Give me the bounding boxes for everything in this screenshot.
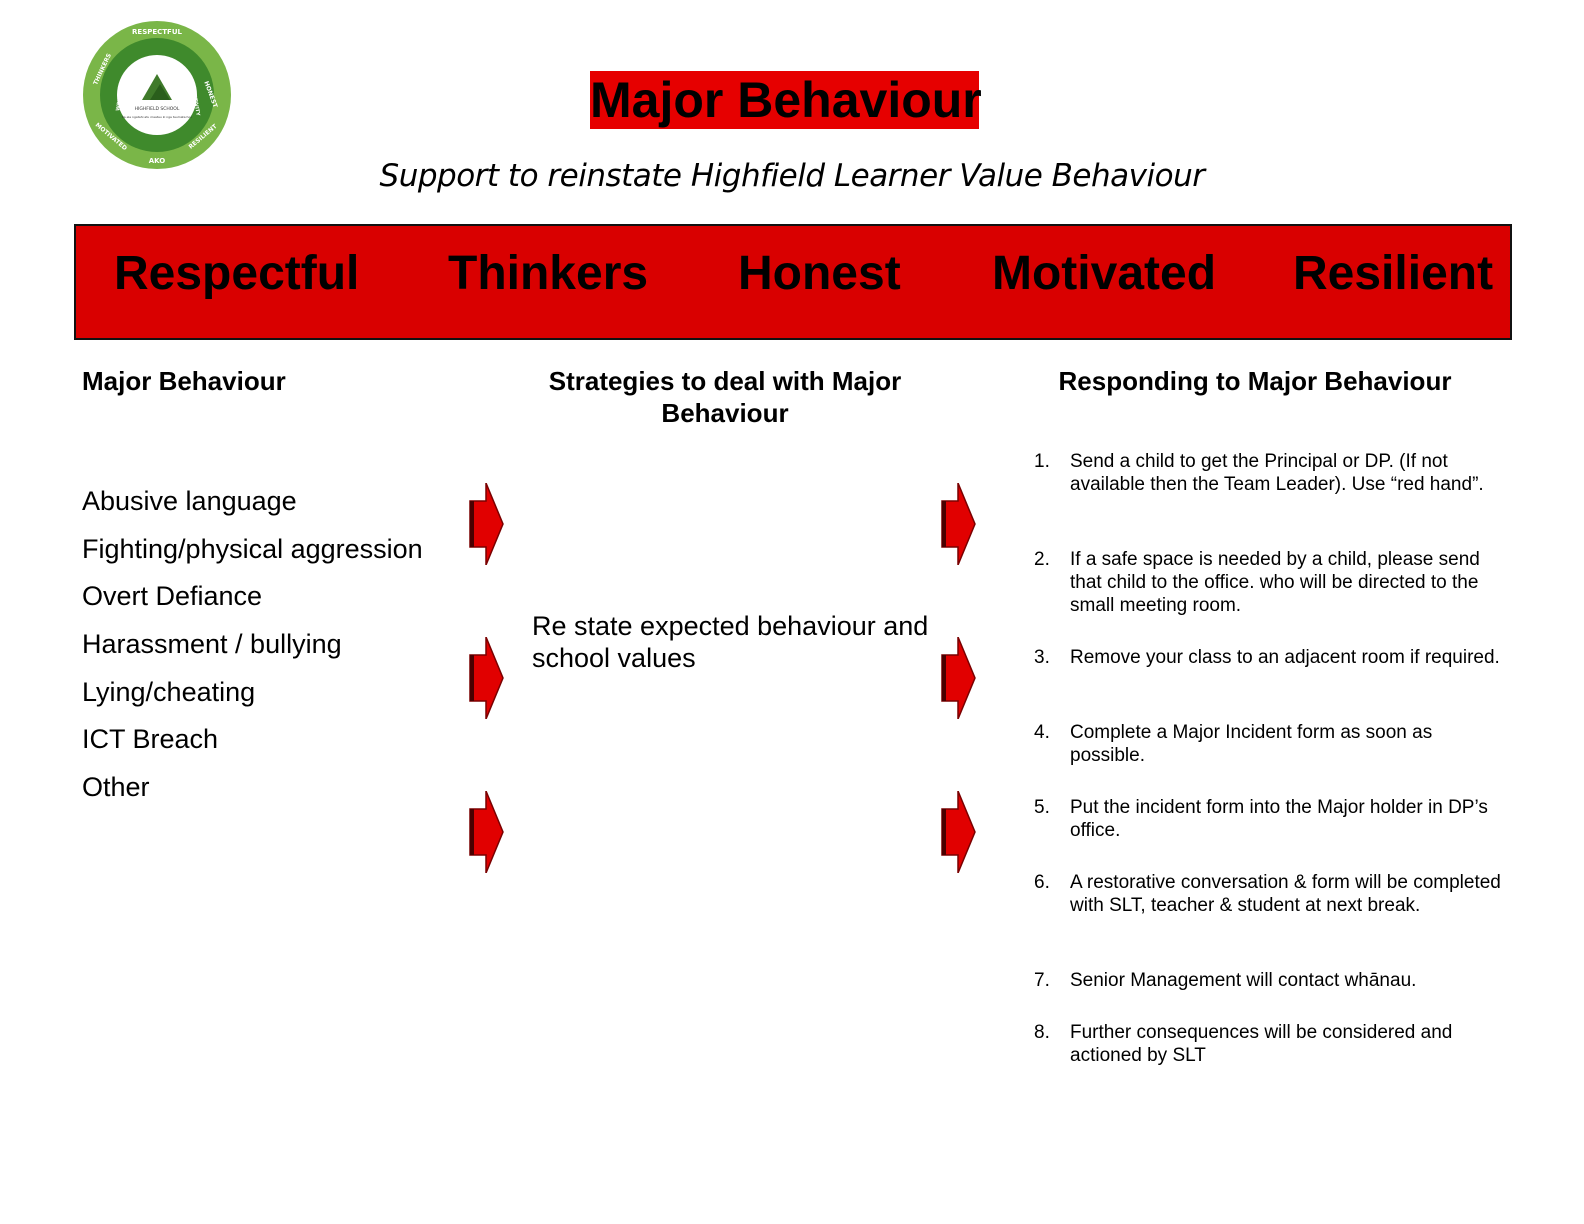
- behaviour-item: Overt Defiance: [82, 581, 263, 611]
- value-thinkers: Thinkers: [448, 247, 649, 300]
- response-number: 2.: [1034, 549, 1050, 570]
- right-arrow-icon: [941, 791, 976, 873]
- response-text: Put the incident form into the Major hol…: [1070, 797, 1488, 841]
- response-number: 7.: [1034, 970, 1050, 991]
- svg-text:WELLBEING: WELLBEING: [115, 78, 127, 111]
- response-number: 5.: [1034, 797, 1050, 818]
- value-respectful: Respectful: [114, 247, 360, 300]
- behaviour-item: ICT Breach: [82, 724, 219, 754]
- right-arrow-icon: [941, 637, 976, 719]
- response-text: Send a child to get the Principal or DP.…: [1070, 451, 1484, 495]
- response-number: 1.: [1034, 451, 1050, 472]
- behaviour-column-heading: Major Behaviour: [82, 366, 286, 396]
- svg-text:AKO: AKO: [149, 157, 166, 165]
- response-text: Remove your class to an adjacent room if…: [1070, 647, 1500, 668]
- response-text: Senior Management will contact whānau.: [1070, 970, 1417, 991]
- behaviour-item: Fighting/physical aggression: [82, 534, 423, 564]
- behaviour-item: Other: [82, 772, 150, 802]
- response-number: 3.: [1034, 647, 1050, 668]
- right-arrow-icon: [469, 637, 504, 719]
- strategies-column-heading: Strategies to deal with Major Behaviour: [548, 366, 902, 428]
- behaviour-item: Harassment / bullying: [82, 629, 342, 659]
- response-number: 8.: [1034, 1022, 1050, 1043]
- value-resilient: Resilient: [1293, 247, 1494, 300]
- right-arrow-icon: [469, 483, 504, 565]
- response-text: Complete a Major Incident form as soon a…: [1070, 722, 1433, 766]
- page-title: Major Behaviour: [590, 71, 982, 129]
- response-text: A restorative conversation & form will b…: [1070, 872, 1501, 916]
- svg-text:HIGHFIELD SCHOOL: HIGHFIELD SCHOOL: [135, 106, 180, 112]
- page-subtitle: Support to reinstate Highfield Learner V…: [379, 158, 1205, 194]
- responding-column-heading: Responding to Major Behaviour: [1058, 366, 1452, 396]
- svg-text:CREATIVITY: CREATIVITY: [189, 83, 201, 116]
- value-honest: Honest: [738, 247, 901, 300]
- svg-text:RESPECTFUL: RESPECTFUL: [132, 28, 183, 36]
- behaviour-item: Lying/cheating: [82, 677, 256, 707]
- svg-text:Ka ele ngatahi atu maatau ki n: Ka ele ngatahi atu maatau ki nga taumata…: [122, 115, 192, 119]
- behaviour-item: Abusive language: [82, 486, 297, 516]
- response-number: 6.: [1034, 872, 1050, 893]
- value-motivated: Motivated: [992, 247, 1217, 300]
- right-arrow-icon: [941, 483, 976, 565]
- response-text: If a safe space is needed by a child, pl…: [1070, 549, 1480, 616]
- right-arrow-icon: [469, 791, 504, 873]
- response-text: Further consequences will be considered …: [1070, 1022, 1453, 1066]
- school-logo: RESPECTFUL HONEST RESILIENT AKO MOTIVATE…: [83, 21, 231, 169]
- response-number: 4.: [1034, 722, 1050, 743]
- strategy-text: Re state expected behaviour and school v…: [532, 611, 929, 673]
- learner-values-band: Respectful Thinkers Honest Motivated Res…: [74, 224, 1512, 340]
